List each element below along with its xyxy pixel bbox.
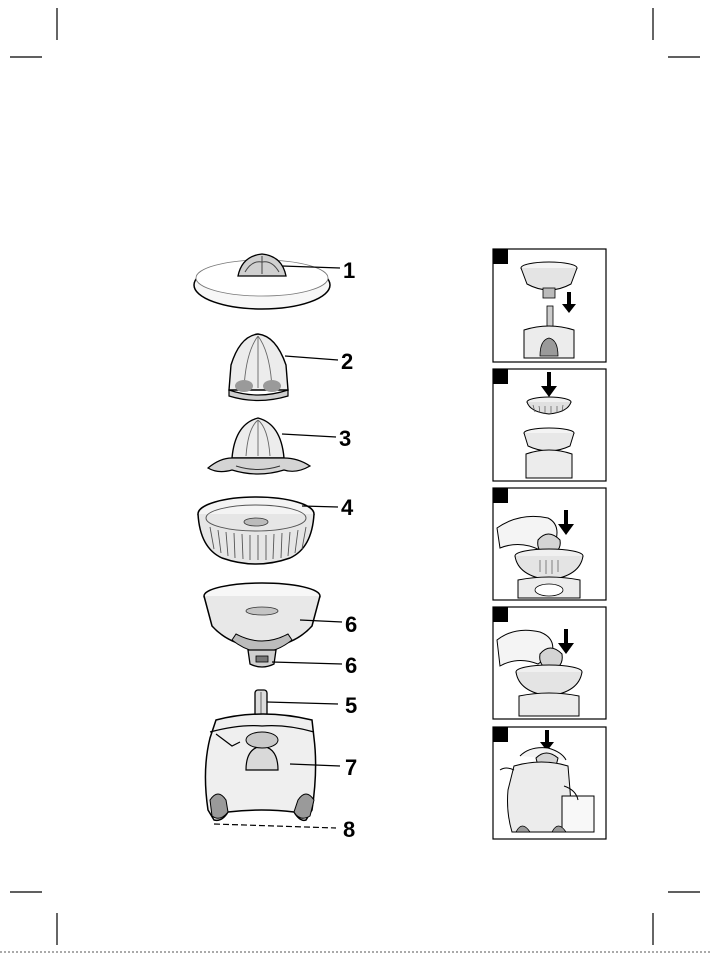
step-badge xyxy=(493,727,508,742)
callout-4: 4 xyxy=(341,495,354,520)
callout-2: 2 xyxy=(341,349,353,374)
callout-5: 5 xyxy=(345,693,357,718)
step-panel-2 xyxy=(493,369,606,481)
step-panel-3 xyxy=(493,488,606,600)
callout-6-drip-stop: 6 xyxy=(345,653,357,678)
callout-6-container: 6 xyxy=(345,612,357,637)
part-small-cone xyxy=(229,334,338,401)
part-drip-stop xyxy=(248,650,342,667)
part-juice-container xyxy=(204,583,342,652)
step-badge xyxy=(493,369,508,384)
callout-7: 7 xyxy=(345,755,357,780)
step-panel-5 xyxy=(493,727,606,839)
callout-1: 1 xyxy=(343,258,355,283)
step-badge xyxy=(493,607,508,622)
callout-8: 8 xyxy=(343,817,355,842)
step-panel-4 xyxy=(493,607,606,719)
part-lid xyxy=(194,254,340,309)
callout-3: 3 xyxy=(339,426,351,451)
glass-drawing xyxy=(562,796,594,832)
step-panel-1 xyxy=(493,249,606,362)
part-filter xyxy=(198,497,338,564)
part-motor-base xyxy=(205,714,340,828)
step-badge xyxy=(493,249,508,264)
step-badge xyxy=(493,488,508,503)
part-large-cone xyxy=(208,418,336,474)
